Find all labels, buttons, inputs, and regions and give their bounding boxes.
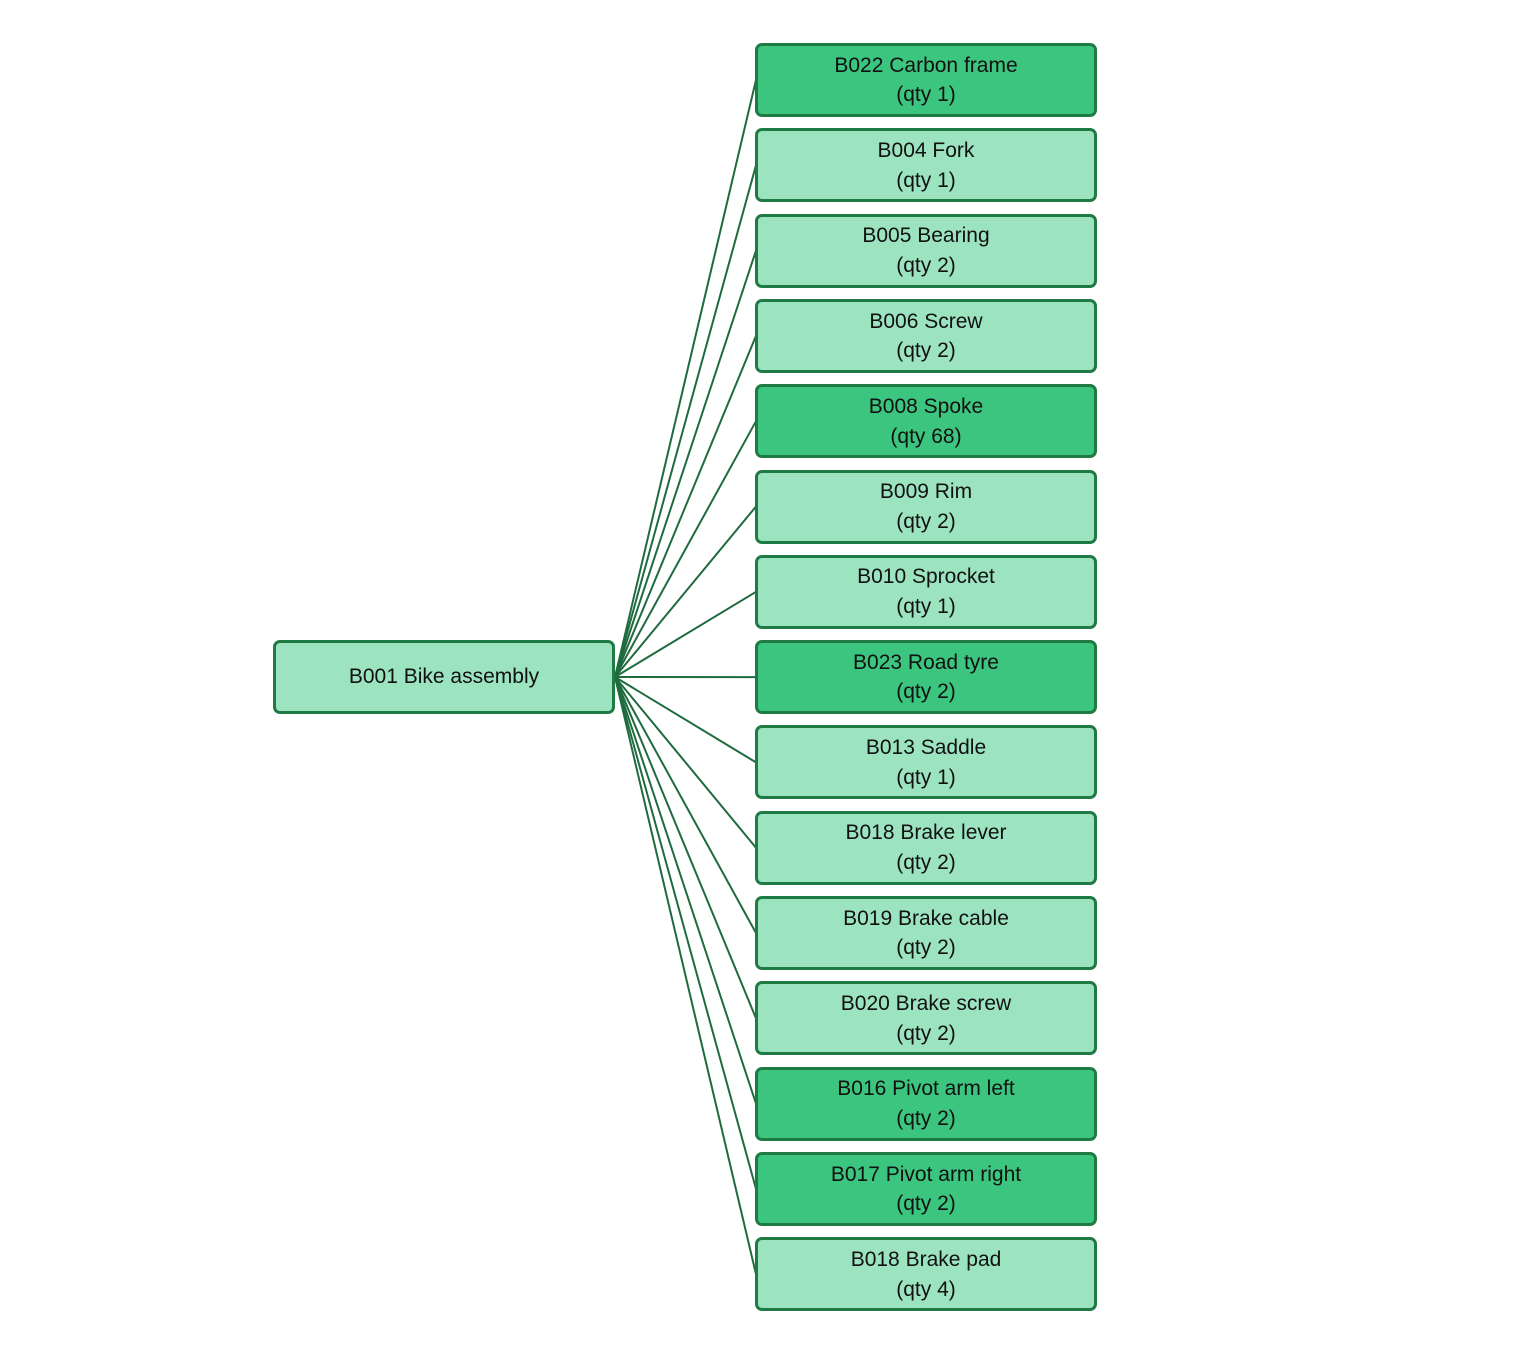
child-node-label: B018 Brake pad: [850, 1247, 1002, 1271]
child-node[interactable]: B009 Rim (qty 2): [755, 469, 1097, 544]
connector-line: [614, 676, 757, 1275]
child-node-label: B020 Brake screw: [840, 991, 1012, 1015]
child-node[interactable]: B010 Sprocket (qty 1): [755, 554, 1097, 629]
child-node[interactable]: B020 Brake screw (qty 2): [755, 981, 1097, 1056]
child-node-label: B017 Pivot arm right: [830, 1162, 1022, 1186]
child-node[interactable]: B004 Fork (qty 1): [755, 128, 1097, 203]
child-node[interactable]: B005 Bearing (qty 2): [755, 213, 1097, 288]
child-node[interactable]: B018 Brake pad (qty 4): [755, 1237, 1097, 1312]
child-node-label: B022 Carbon frame: [834, 53, 1018, 77]
child-node[interactable]: B006 Screw (qty 2): [755, 298, 1097, 373]
child-node-qty: (qty 2): [896, 509, 956, 533]
child-node-qty: (qty 2): [896, 253, 956, 277]
child-node-label: B019 Brake cable: [843, 906, 1009, 930]
connector-line: [614, 676, 757, 764]
child-node-label: B009 Rim: [879, 480, 973, 504]
child-node[interactable]: B023 Road tyre (qty 2): [755, 640, 1097, 715]
connector-line: [614, 676, 757, 934]
connector-line: [614, 165, 757, 678]
child-node-qty: (qty 2): [896, 1106, 956, 1130]
connector-line: [614, 505, 757, 678]
child-node-qty: (qty 68): [890, 424, 962, 448]
child-node-qty: (qty 4): [896, 1277, 956, 1301]
child-node-label: B005 Bearing: [862, 224, 990, 248]
connector-line: [614, 250, 757, 678]
child-node[interactable]: B013 Saddle (qty 1): [755, 725, 1097, 800]
child-node-label: B010 Sprocket: [857, 565, 995, 589]
connector-line: [614, 79, 757, 678]
child-node-label: B013 Saddle: [865, 736, 987, 760]
child-node-qty: (qty 1): [896, 83, 956, 107]
child-node-qty: (qty 2): [896, 1192, 956, 1216]
root-node[interactable]: B001 Bike assembly: [273, 640, 615, 714]
child-node-qty: (qty 2): [896, 1021, 956, 1045]
connector-line: [614, 590, 757, 678]
child-node-qty: (qty 2): [896, 851, 956, 874]
connector-line: [614, 676, 757, 1104]
child-node[interactable]: B008 Spoke (qty 68): [755, 384, 1097, 459]
child-node-label: B016 Pivot arm left: [837, 1077, 1015, 1101]
connector-line: [614, 676, 757, 1190]
child-node-qty: (qty 1): [896, 765, 956, 789]
child-node[interactable]: B019 Brake cable (qty 2): [755, 896, 1097, 970]
child-node-qty: (qty 1): [896, 595, 956, 619]
child-node-label: B023 Road tyre: [853, 650, 999, 674]
connector-line: [614, 676, 757, 849]
child-node[interactable]: B016 Pivot arm left (qty 2): [755, 1066, 1097, 1141]
child-node[interactable]: B018 Brake lever (qty 2): [755, 810, 1097, 885]
child-node[interactable]: B022 Carbon frame (qty 1): [755, 43, 1097, 117]
root-node-label: B001 Bike assembly: [348, 665, 540, 688]
child-node-qty: (qty 2): [896, 936, 956, 960]
child-node-qty: (qty 1): [896, 168, 956, 192]
child-node-label: B018 Brake lever: [845, 821, 1007, 845]
child-node-qty: (qty 2): [896, 339, 956, 363]
child-node-label: B006 Screw: [869, 309, 983, 333]
child-node-label: B004 Fork: [877, 138, 975, 162]
connector-line: [614, 335, 757, 678]
child-node-label: B008 Spoke: [868, 394, 984, 418]
child-node[interactable]: B017 Pivot arm right (qty 2): [755, 1151, 1097, 1226]
connector-line: [614, 676, 757, 1019]
connector-line: [614, 420, 757, 678]
child-node-qty: (qty 2): [896, 680, 956, 704]
